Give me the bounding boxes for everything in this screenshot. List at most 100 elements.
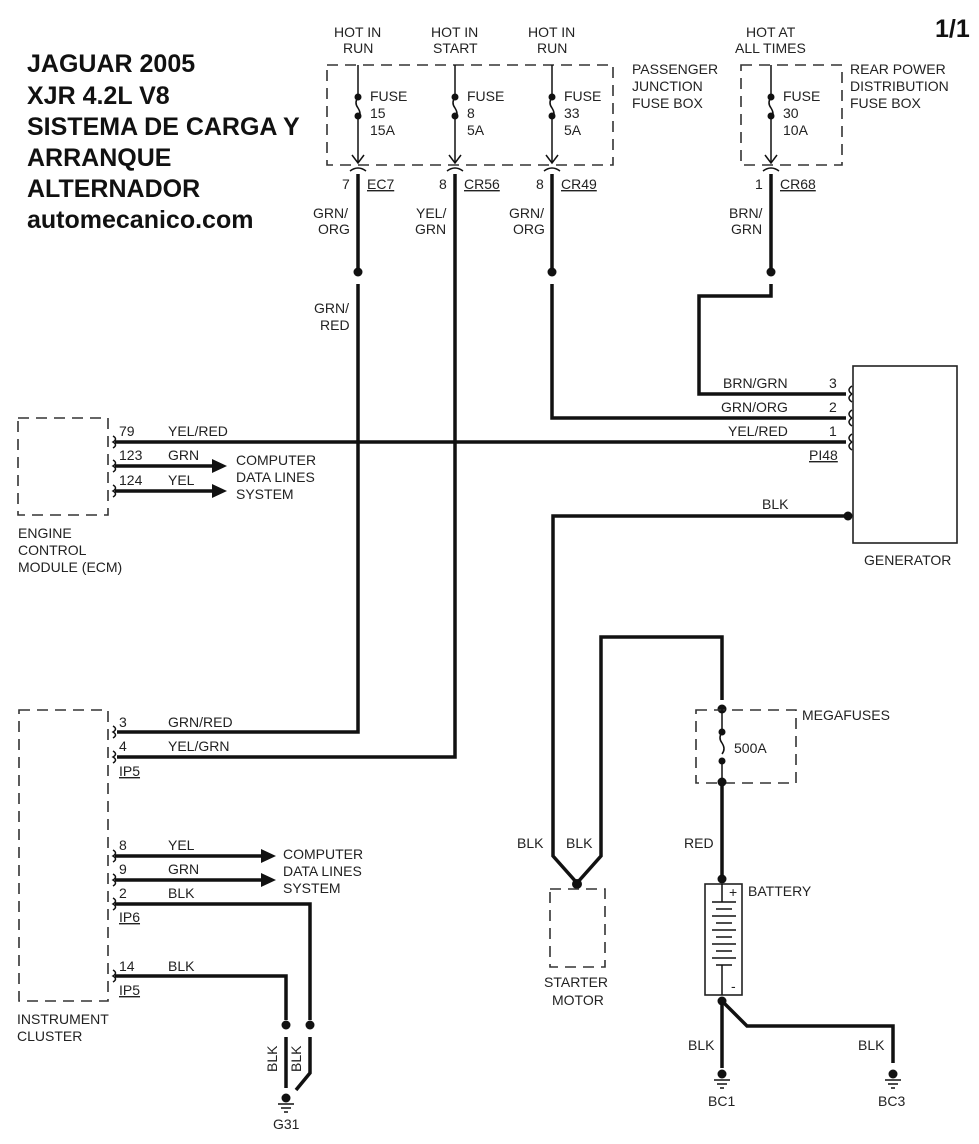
connector-socket-icon — [111, 725, 117, 739]
ecm-pin-124-wire: YEL — [168, 472, 195, 488]
instrument-cluster-box — [18, 709, 109, 1002]
battery-icon — [704, 883, 743, 996]
connector-socket-icon — [446, 167, 464, 172]
diagram-title: JAGUAR 2005 XJR 4.2L V8 SISTEMA DE CARGA… — [27, 50, 300, 234]
wire-grn-org-generator — [550, 284, 846, 420]
connector-ip5: IP5 — [119, 763, 140, 779]
ground-g31-label: G31 — [273, 1116, 300, 1132]
wire-blk-bc3 — [720, 999, 895, 1063]
cluster-pin-2-wire: BLK — [168, 885, 195, 901]
ecm-pin-79: 79 — [119, 423, 135, 439]
ground-icon — [278, 1093, 294, 1113]
connector-arrow-icon — [448, 154, 462, 165]
cluster-pin-14-wire: BLK — [168, 958, 195, 974]
fuse-15-pin: 7 — [342, 176, 350, 192]
title-line-2: XJR 4.2L V8 — [27, 82, 170, 110]
generator-pin3-wire: BRN/GRN — [723, 375, 788, 391]
fuse-8-rating: 5A — [467, 122, 485, 138]
fuse-15-number: 15 — [370, 105, 386, 121]
connector-socket-icon — [111, 897, 117, 911]
connector-arrow-icon — [545, 154, 559, 165]
fuse-15-hot-2: RUN — [343, 40, 373, 56]
fuse-30-hot-2: ALL TIMES — [735, 40, 806, 56]
megafuse-rating: 500A — [734, 740, 767, 756]
ground-icon — [714, 1069, 730, 1089]
wire-color-label: BLK — [264, 1045, 280, 1072]
data-lines-label-2: DATA LINES — [283, 863, 362, 879]
cluster-pin-4: 4 — [119, 738, 127, 754]
data-lines-label-2: DATA LINES — [236, 469, 315, 485]
ecm-label-3: MODULE (ECM) — [18, 559, 122, 575]
cluster-pin-8: 8 — [119, 837, 127, 853]
cluster-pin-9-wire: GRN — [168, 861, 199, 877]
fuse-8-hot-1: HOT IN — [431, 24, 478, 40]
wire-color-label: BLK — [762, 496, 789, 512]
connector-socket-icon — [111, 750, 117, 764]
battery-label: BATTERY — [748, 883, 812, 899]
fuse-33-hot-2: RUN — [537, 40, 567, 56]
fuse-33-hot-1: HOT IN — [528, 24, 575, 40]
ecm-pin-124: 124 — [119, 472, 143, 488]
fuse-8: HOT IN START FUSE 8 5A 8 CR56 YEL/ GRN — [415, 24, 504, 237]
title-line-1: JAGUAR 2005 — [27, 50, 195, 78]
rear-fuse-box — [740, 64, 843, 166]
fuse-33-rating: 5A — [564, 122, 582, 138]
connector-pi48: PI48 — [809, 447, 838, 463]
connector-socket-icon — [848, 385, 853, 403]
fuse-33-pin: 8 — [536, 176, 544, 192]
fuse-30-hot-1: HOT AT — [746, 24, 796, 40]
megafuse-box — [695, 709, 797, 784]
title-line-4: ARRANQUE — [27, 144, 171, 172]
starter-motor-box — [549, 888, 606, 968]
battery-plus-sign: + — [729, 884, 737, 900]
title-line-5: ALTERNADOR — [27, 175, 200, 203]
cluster-pin-3: 3 — [119, 714, 127, 730]
wire-color-label: BRN/ — [729, 205, 763, 221]
ecm-box — [17, 417, 109, 516]
connector-ip5-lower: IP5 — [119, 982, 140, 998]
wire-color-label: BLK — [688, 1037, 715, 1053]
wire-color-label: YEL/ — [416, 205, 446, 221]
wire-blk-cluster-pin2 — [115, 902, 312, 1020]
fuse-33: HOT IN RUN FUSE 33 5A 8 CR49 GRN/ ORG — [509, 24, 601, 237]
fuse-15-rating: 15A — [370, 122, 396, 138]
title-line-3: SISTEMA DE CARGA Y — [27, 113, 300, 141]
connector-cr68: CR68 — [780, 176, 816, 192]
ecm-pin-123: 123 — [119, 447, 143, 463]
wire-color-label: RED — [320, 317, 350, 333]
cluster-label-2: CLUSTER — [17, 1028, 82, 1044]
fuse-icon — [719, 731, 725, 755]
fuse-30-rating: 10A — [783, 122, 809, 138]
ecm-pin-79-wire: YEL/RED — [168, 423, 228, 439]
battery-positive-terminal — [717, 874, 727, 884]
cluster-pin-3-wire: GRN/RED — [168, 714, 233, 730]
wire-color-label: GRN/ — [509, 205, 544, 221]
starter-terminal — [572, 879, 582, 889]
connector-socket-icon — [111, 484, 117, 498]
connector-socket-icon — [762, 167, 780, 172]
wire-blk-g31-b — [294, 1037, 312, 1092]
connector-socket-icon — [848, 433, 853, 451]
wire-blk-battery-starter — [575, 635, 724, 885]
ground-icon — [885, 1069, 901, 1089]
arrow-right-icon — [212, 484, 227, 498]
website-label: automecanico.com — [27, 206, 253, 234]
wire-brn-grn-generator — [697, 284, 846, 396]
arrow-right-icon — [212, 459, 227, 473]
data-lines-label-3: SYSTEM — [283, 880, 341, 896]
connector-socket-icon — [111, 435, 117, 449]
connector-socket-icon — [111, 873, 117, 887]
wire-grn-red — [117, 284, 360, 734]
cluster-label-1: INSTRUMENT — [17, 1011, 109, 1027]
data-lines-label-1: COMPUTER — [236, 452, 316, 468]
generator-pin2: 2 — [829, 399, 837, 415]
generator-pin1: 1 — [829, 423, 837, 439]
fuse-30: HOT AT ALL TIMES FUSE 30 10A 1 CR68 BRN/… — [729, 24, 820, 237]
page-number: 1/1 — [935, 15, 970, 43]
fuse-8-pin: 8 — [439, 176, 447, 192]
starter-label-2: MOTOR — [552, 992, 604, 1008]
battery-minus-sign: - — [731, 978, 736, 994]
megafuse-label: MEGAFUSES — [802, 707, 890, 723]
wire-blk-cluster-pin14 — [115, 974, 288, 1020]
